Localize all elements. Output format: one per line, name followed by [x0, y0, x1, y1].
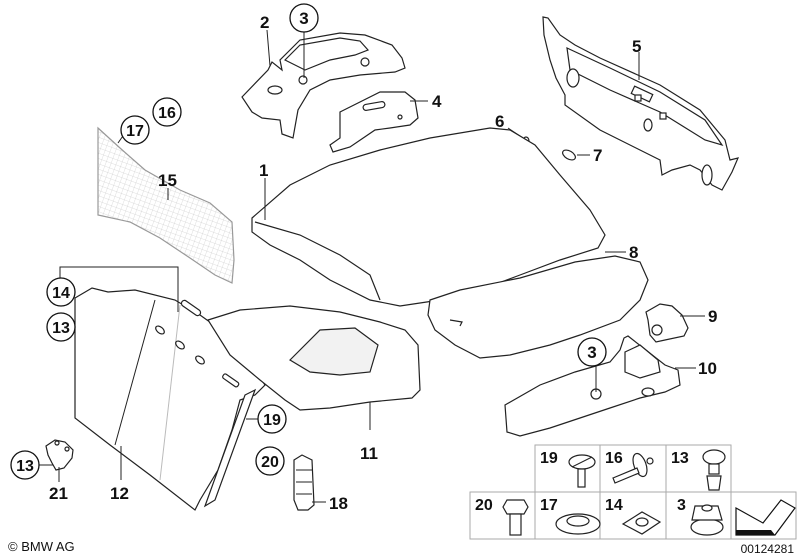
callout-9: 9 — [708, 307, 717, 326]
part-10-side-trim[interactable] — [504, 335, 681, 437]
callout-2: 2 — [260, 13, 269, 32]
part-4-bracket[interactable] — [329, 91, 419, 153]
callout-12: 12 — [110, 484, 129, 503]
callout-circle-13-bottom — [10, 450, 40, 480]
leader-14-bracket — [59, 266, 179, 312]
table-label-13: 13 — [671, 450, 689, 467]
flange-nut-icon — [690, 504, 724, 536]
part-8-floor-mat[interactable] — [427, 255, 649, 359]
part-7-plug[interactable] — [561, 148, 577, 162]
callout-1: 1 — [259, 161, 268, 180]
part-9-cover[interactable] — [645, 303, 689, 343]
callout-circle-20 — [255, 446, 285, 476]
callout-circle-3-right — [577, 337, 607, 367]
callout-14: 14 — [52, 285, 70, 302]
copyright-text: © BMW AG — [8, 539, 75, 554]
table-label-19: 19 — [540, 450, 558, 467]
leader-2 — [266, 29, 271, 67]
hex-bolt-icon — [502, 499, 529, 536]
callout-6: 6 — [495, 112, 504, 131]
callout-circle-3-top — [289, 3, 319, 33]
clip-rivet-icon — [702, 449, 726, 491]
table-cell-14[interactable] — [599, 491, 667, 540]
callout-3-right: 3 — [587, 343, 596, 362]
callout-circle-19 — [257, 404, 287, 434]
table-label-17: 17 — [540, 497, 558, 514]
callout-circle-13-left — [46, 312, 76, 342]
part-18-cover-strip[interactable] — [293, 454, 315, 511]
callout-16: 16 — [158, 105, 176, 122]
expanding-rivet-icon — [612, 452, 654, 484]
part-12-backrest-trim[interactable] — [74, 287, 266, 511]
callout-19: 19 — [263, 412, 281, 429]
screw-icon — [568, 454, 596, 488]
part-1-floor-panel[interactable] — [251, 127, 606, 307]
callout-13-bottom: 13 — [16, 458, 34, 475]
callout-18: 18 — [329, 494, 348, 513]
callout-4: 4 — [432, 92, 442, 111]
callout-11: 11 — [360, 444, 378, 463]
fastener-table: 19 16 13 20 17 14 3 — [469, 444, 797, 540]
spring-washer-icon — [555, 513, 601, 535]
callout-circle-17 — [120, 115, 150, 145]
callout-20: 20 — [261, 454, 279, 471]
callout-3-top: 3 — [299, 9, 308, 28]
callout-circle-16 — [152, 97, 182, 127]
part-15-luggage-net[interactable] — [97, 126, 235, 284]
part-5-rear-panel[interactable] — [542, 16, 740, 191]
part-11-floor-trim[interactable] — [207, 305, 421, 411]
table-label-16: 16 — [605, 450, 623, 467]
part-21-bracket[interactable] — [45, 439, 74, 471]
callout-21: 21 — [49, 484, 68, 503]
callout-5: 5 — [632, 37, 641, 56]
callout-circle-14 — [46, 277, 76, 307]
callout-7: 7 — [593, 146, 602, 165]
table-label-14: 14 — [605, 497, 623, 514]
table-label-20: 20 — [475, 497, 493, 514]
callout-10: 10 — [698, 359, 717, 378]
callout-13-left: 13 — [52, 320, 70, 337]
callout-15: 15 — [158, 171, 177, 190]
callout-17: 17 — [126, 123, 144, 140]
table-label-3: 3 — [677, 497, 686, 514]
sheet-metal-nut-icon — [621, 511, 662, 535]
callout-8: 8 — [629, 243, 638, 262]
part-2-bracket[interactable] — [241, 32, 406, 139]
reference-number: 00124281 — [741, 542, 795, 556]
direction-arrow-icon — [735, 499, 796, 536]
